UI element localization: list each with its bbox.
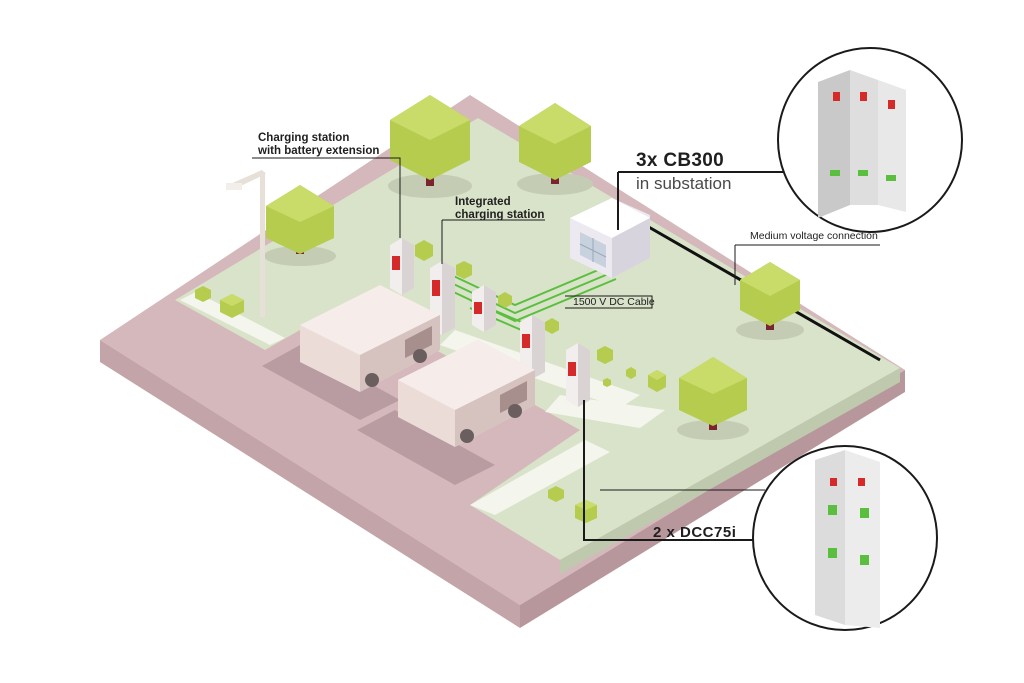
cb300-cabinets (818, 70, 906, 218)
label-dcc75i: 2 x DCC75i (653, 524, 737, 541)
tree (677, 357, 749, 440)
label-charging-station-battery: Charging station with battery extension (258, 132, 379, 158)
label-dc-cable: 1500 V DC Cable (573, 296, 655, 308)
charging-pillar (520, 315, 545, 379)
label-cb300-sub: in substation (636, 174, 732, 193)
label-line: with battery extension (258, 145, 380, 158)
dcc75i-callout (752, 445, 938, 631)
label-line: charging station (455, 209, 545, 222)
tree (388, 95, 472, 198)
tree (264, 185, 336, 266)
substation-building (570, 198, 650, 278)
label-line: Charging station (258, 132, 350, 144)
leader-lines (252, 157, 880, 541)
hedge-cubes (195, 240, 666, 523)
label-cb300-title: 3x CB300 (636, 150, 724, 171)
label-line: Integrated (455, 196, 511, 208)
dcc75i-cabinets (815, 450, 880, 628)
cb300-callout (777, 47, 963, 233)
tree (736, 262, 804, 340)
label-medium-voltage: Medium voltage connection (750, 230, 878, 242)
charging-pillar (566, 343, 590, 407)
label-integrated-station: Integrated charging station (455, 196, 544, 222)
van (300, 285, 440, 392)
tree (517, 103, 593, 195)
street-lamp (226, 170, 266, 317)
charging-pillar (390, 238, 414, 295)
van (398, 340, 535, 447)
parking-bays (262, 345, 495, 485)
charging-pillar (472, 285, 496, 332)
